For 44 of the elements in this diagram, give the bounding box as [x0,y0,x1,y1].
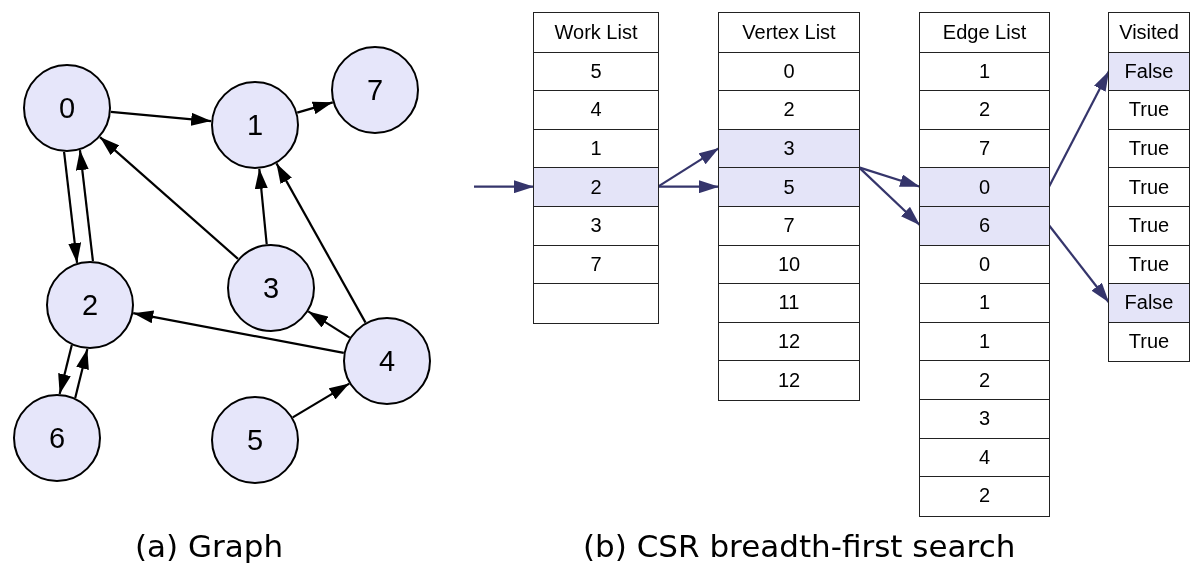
arrow [254,168,268,245]
vertex-circle: 2 [46,261,134,349]
arrow [62,151,82,264]
column-header: Vertex List [741,20,837,45]
column-header: Edge List [941,20,1028,45]
arrow [1048,224,1110,304]
list-entry: 5 [719,167,859,206]
list-table [1108,12,1190,363]
vertex-circle: 4 [343,317,431,405]
column-header: Visited [1118,20,1180,45]
arrow [474,180,534,194]
arrow [292,382,350,419]
list-entry: 2 [534,167,658,206]
arrow [307,310,351,339]
list-entry: 6 [920,206,1049,245]
arrow [75,149,95,262]
arrow [58,344,73,395]
vertex-circle: 3 [227,244,315,332]
arrow [858,166,921,188]
column-header: Work List [553,20,639,45]
list-table [533,12,659,324]
arrow [133,310,344,354]
caption: (b) CSR breadth-first search [583,528,1016,564]
arrow [858,166,921,227]
arrow [1048,70,1110,188]
list-entry: 3 [719,128,859,168]
vertex-circle: 5 [211,396,299,484]
list-entry: False [1109,283,1189,322]
vertex-circle: 0 [23,64,111,152]
list-table [919,12,1050,517]
list-entry: False [1109,51,1189,91]
arrow [296,101,334,115]
list-table [718,12,860,401]
vertex-circle: 1 [211,81,299,169]
arrow [74,348,89,399]
arrow [275,162,367,324]
list-entry: 0 [920,167,1049,206]
arrow [99,136,239,260]
arrow [658,180,719,194]
arrow [110,110,212,126]
caption: (a) Graph [135,528,284,564]
vertex-circle: 7 [331,46,419,134]
arrow [657,147,720,188]
vertex-circle: 6 [13,394,101,482]
